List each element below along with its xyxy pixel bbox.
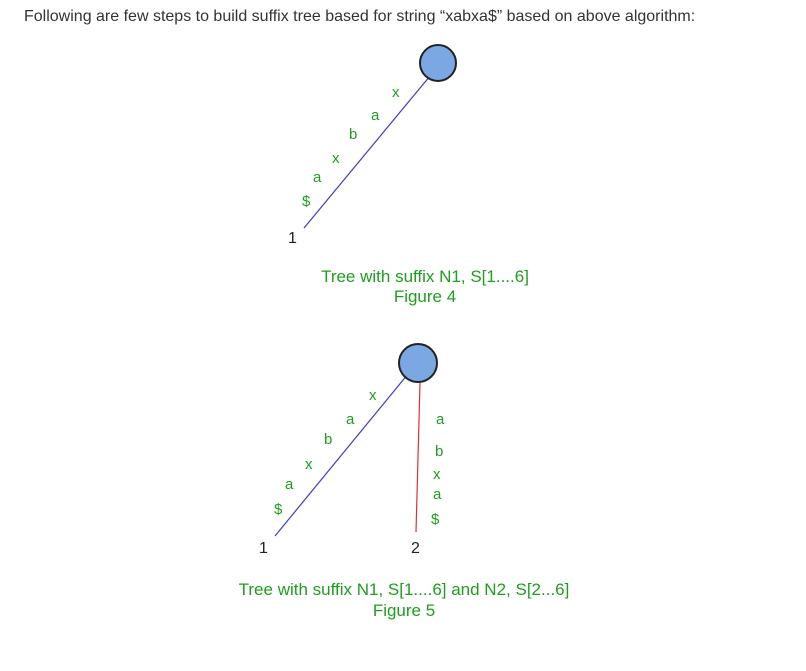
edge-1-char-4: x [305,456,313,473]
edge-1-char-6: $ [274,501,283,518]
edge-2-char-5: $ [431,511,440,528]
edge-2-char-2: b [435,443,443,460]
edge-1-char-2: a [346,411,355,428]
figure-4: x a b x a $ 1 Tree with suffix N1, S[1..… [288,44,529,306]
edge-1-char-4: x [332,150,340,167]
edge-1-char-6: $ [302,193,311,210]
edge-1-char-5: a [285,476,294,493]
edge-2-char-4: a [433,486,442,503]
edge-1-char-1: x [392,84,400,101]
edge-2-char-3: x [433,466,441,483]
edge-1 [303,75,431,229]
figure-caption: Tree with suffix N1, S[1....6] and N2, S… [239,580,570,599]
edge-2 [415,382,421,533]
leaf-label-1: 1 [288,230,297,247]
root-node [398,343,438,383]
figure-caption: Tree with suffix N1, S[1....6] [321,267,529,286]
figure-number: Figure 4 [394,287,456,306]
edge-1-char-5: a [313,169,322,186]
intro-text: Following are few steps to build suffix … [24,8,696,25]
leaf-label-2: 2 [411,540,420,557]
figure-5: x a b x a $ a b x a $ 1 2 Tree with suff… [239,343,570,620]
edge-1-char-2: a [371,107,380,124]
edge-1-char-3: b [349,126,357,143]
edge-2-char-1: a [436,411,445,428]
leaf-label-1: 1 [259,540,268,557]
edge-1 [274,373,409,537]
edge-1-char-3: b [324,431,332,448]
root-node [419,44,457,82]
edge-1-char-1: x [369,387,377,404]
figure-number: Figure 5 [373,601,435,620]
